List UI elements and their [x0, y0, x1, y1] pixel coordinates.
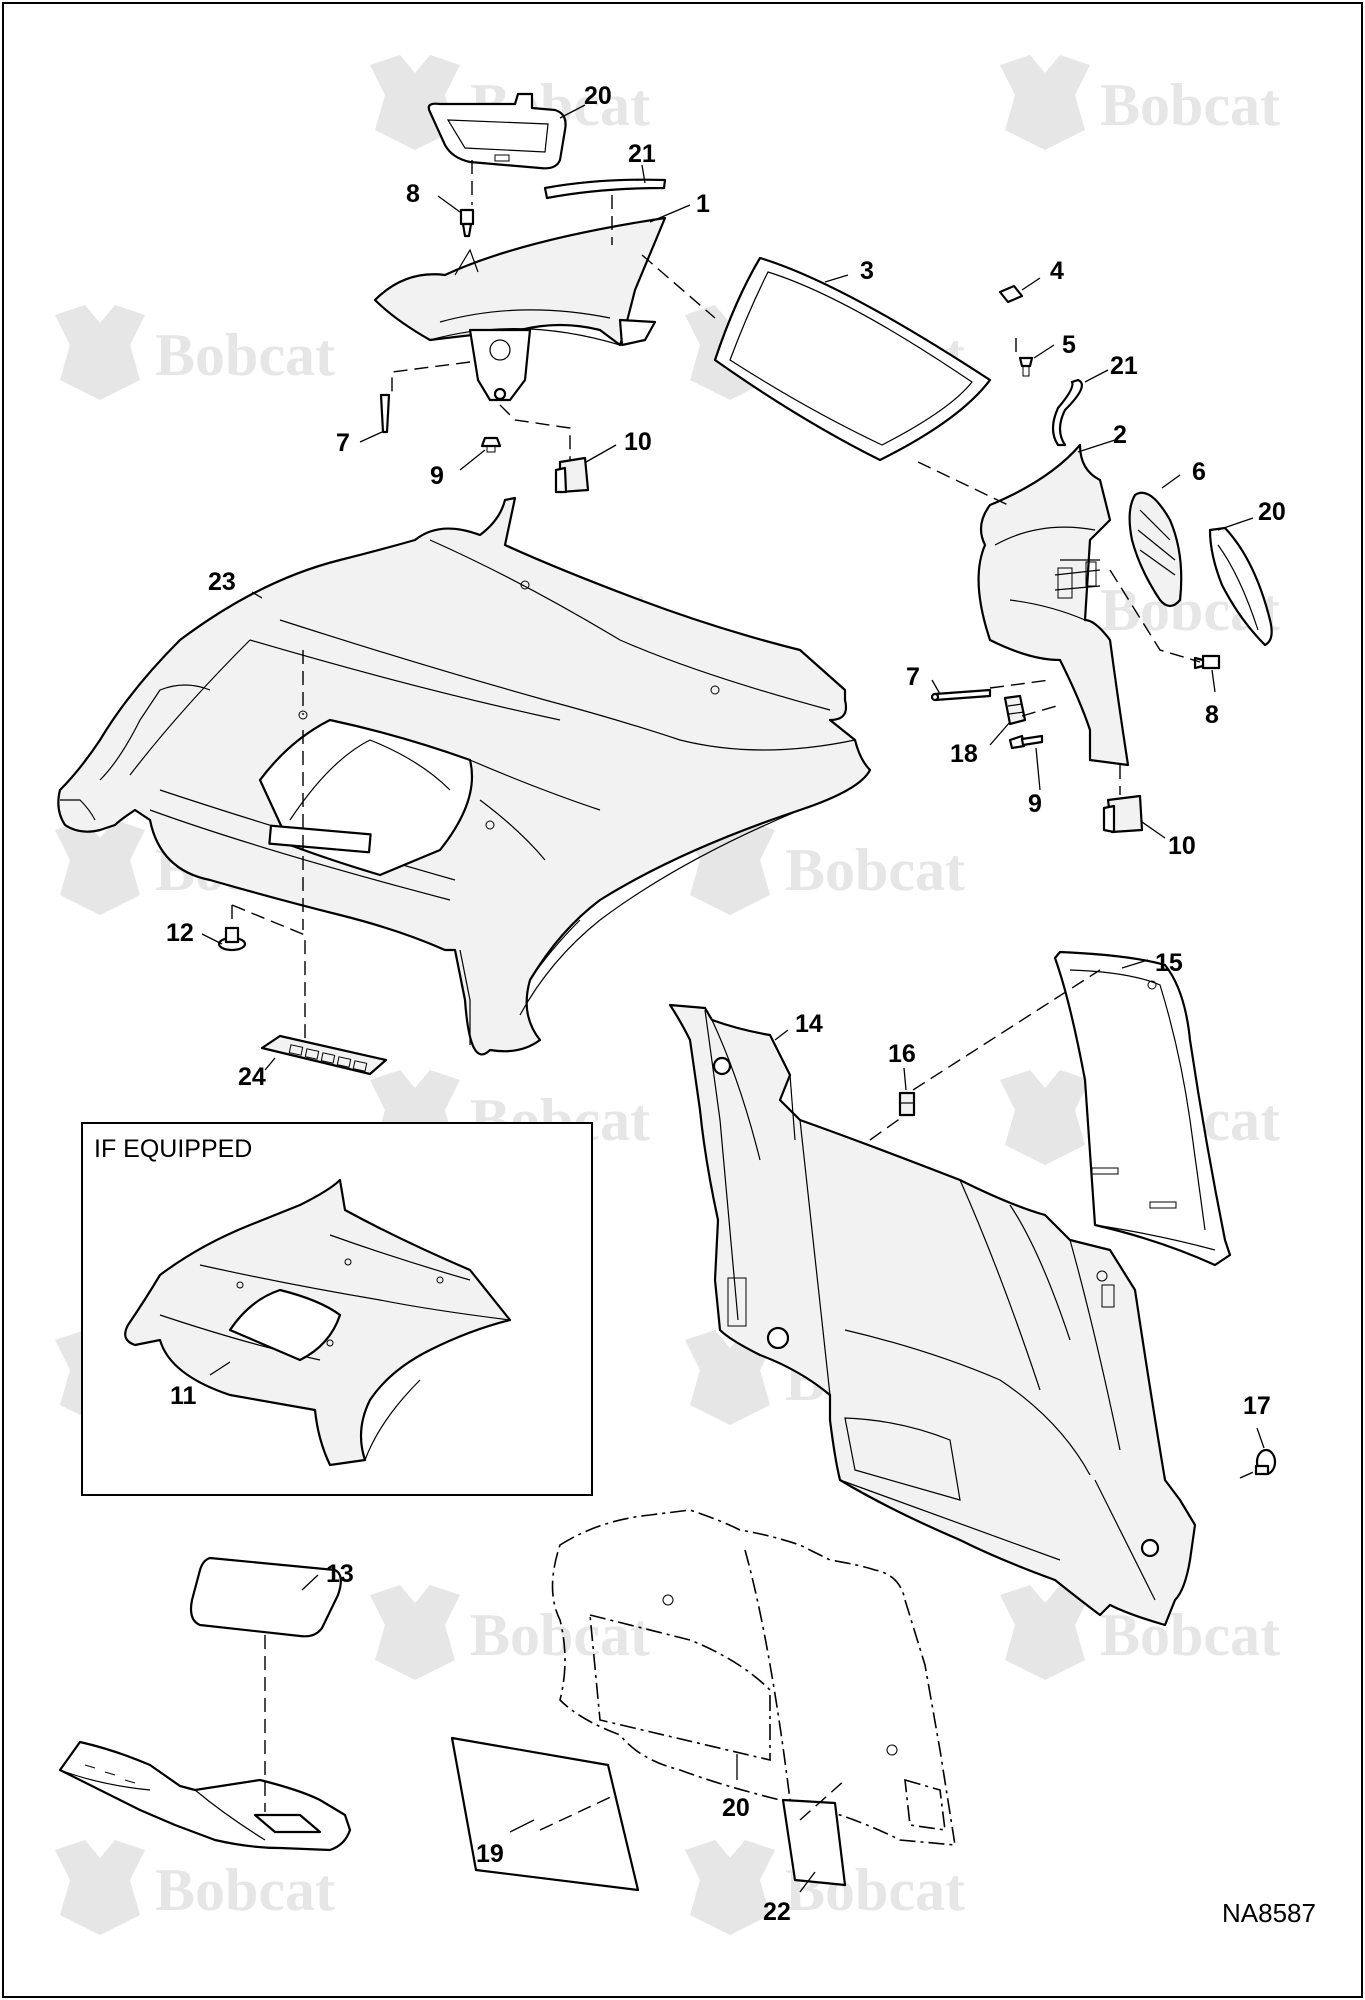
bobcat-logo-icon	[55, 305, 145, 400]
callout-8-right: 8	[1205, 701, 1219, 729]
callout-10-right: 10	[1168, 832, 1196, 860]
part-11-alt-headliner	[124, 1178, 512, 1467]
callout-20-right: 20	[1258, 498, 1286, 526]
assembly-lines	[231, 160, 1259, 1831]
part-6-speaker-bracket	[1128, 491, 1183, 608]
part-10-right-clip	[1102, 794, 1144, 834]
part-20-top-gasket	[427, 92, 567, 170]
part-17-push-fastener	[1254, 1448, 1277, 1476]
callout-2: 2	[1113, 421, 1127, 449]
part-20-rear-gasket-outline	[551, 1509, 956, 1846]
callout-9-right: 9	[1028, 790, 1042, 818]
callout-7-top: 7	[336, 429, 350, 457]
callout-leaders	[201, 104, 1265, 1893]
part-15-rear-panel	[1053, 950, 1232, 1267]
part-5-screw	[1018, 356, 1034, 377]
watermark-r8c1: Bobcat	[55, 1840, 335, 1935]
watermark-r1c2: Bobcat	[1000, 55, 1280, 150]
callout-20-bottom: 20	[722, 1794, 750, 1822]
part-9-right-screw	[1008, 734, 1044, 750]
part-22-insulation-patch	[781, 1798, 847, 1887]
callout-4: 4	[1050, 257, 1064, 285]
watermark-text: Bobcat	[470, 1602, 650, 1668]
part-19-insulation-pad	[450, 1736, 640, 1892]
bobcat-logo-icon	[55, 820, 145, 915]
part-3-window-seal	[713, 256, 992, 462]
part-24-vent-grille	[260, 1034, 388, 1076]
bobcat-logo-icon	[1000, 1585, 1090, 1680]
callout-23: 23	[208, 568, 236, 596]
part-2-right-pillar-cover	[977, 443, 1130, 767]
part-13-pad	[189, 1556, 342, 1638]
callout-13: 13	[326, 1560, 354, 1588]
inset-title: IF EQUIPPED	[94, 1135, 252, 1163]
callout-6: 6	[1192, 458, 1206, 486]
bobcat-logo-icon	[55, 1840, 145, 1935]
bobcat-logo-icon	[685, 1330, 775, 1425]
bobcat-logo-icon	[685, 1840, 775, 1935]
part-9-top-screw	[480, 436, 502, 453]
part-18-clip	[1003, 694, 1027, 726]
callout-20-top: 20	[584, 82, 612, 110]
part-23-headliner	[57, 496, 872, 1056]
watermark-text: Bobcat	[155, 1857, 335, 1923]
floor-panel-outline	[58, 1740, 352, 1852]
callout-22: 22	[763, 1898, 791, 1926]
callout-8-top: 8	[406, 180, 420, 208]
watermark-text: Bobcat	[155, 322, 335, 388]
part-14-side-panel	[668, 1003, 1197, 1627]
part-1-left-pillar-cover	[373, 216, 667, 402]
callout-24: 24	[238, 1063, 266, 1091]
bobcat-logo-icon	[1000, 55, 1090, 150]
callout-9-top: 9	[430, 462, 444, 490]
watermark-text: Bobcat	[1100, 72, 1280, 138]
callout-11: 11	[170, 1382, 197, 1410]
callout-21-top: 21	[628, 140, 656, 168]
callout-17: 17	[1243, 1392, 1271, 1420]
callout-1: 1	[696, 190, 710, 218]
callout-5: 5	[1062, 331, 1076, 359]
part-20-right-gasket	[1208, 526, 1273, 647]
part-16-clip	[898, 1091, 916, 1117]
part-10-top-clip	[554, 456, 590, 494]
part-7-right-pin	[930, 688, 992, 702]
part-12-fastener	[217, 926, 247, 952]
callout-12: 12	[166, 919, 194, 947]
callout-7-right: 7	[906, 663, 920, 691]
watermark-r2c1: Bobcat	[55, 305, 335, 400]
figure-reference: NA8587	[1222, 1898, 1316, 1928]
callout-19: 19	[476, 1840, 504, 1868]
part-21-top-strip	[543, 178, 667, 200]
part-4-clip	[998, 284, 1024, 304]
callout-21-right: 21	[1110, 352, 1138, 380]
bobcat-logo-icon	[370, 1585, 460, 1680]
part-7-top-pin	[379, 393, 391, 434]
bobcat-logo-icon	[1000, 1070, 1090, 1165]
part-21-right-strip	[1051, 378, 1083, 447]
callout-labels: 20 21 8 1 3 4 5 21 2 6 20 7 9 10 23 7 8 …	[166, 82, 1286, 1926]
part-8-top-fastener	[459, 208, 475, 238]
callout-14: 14	[795, 1010, 823, 1038]
callout-3: 3	[860, 257, 874, 285]
inset-box: IF EQUIPPED	[81, 1122, 593, 1496]
callout-10-top: 10	[624, 428, 652, 456]
callout-15: 15	[1155, 949, 1183, 977]
callout-16: 16	[888, 1040, 916, 1068]
watermark-r7c1: Bobcat	[370, 1585, 650, 1680]
callout-18: 18	[950, 740, 978, 768]
watermark-text: Bobcat	[785, 837, 965, 903]
